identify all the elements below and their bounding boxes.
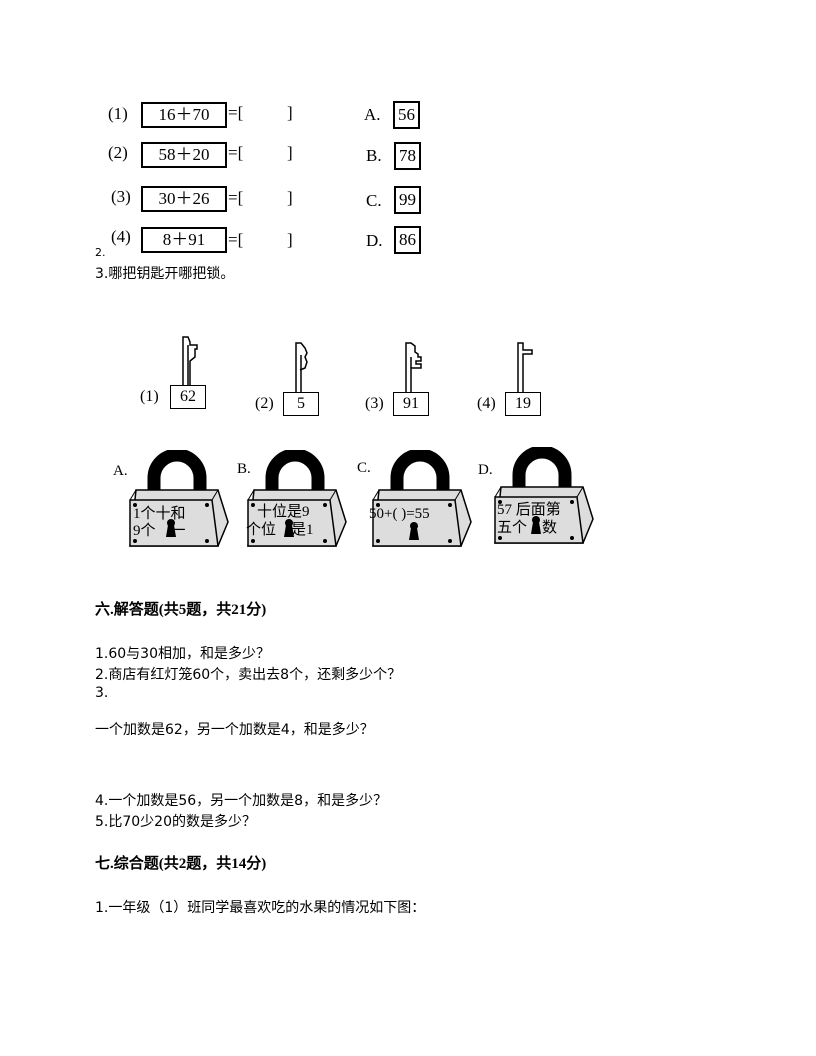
- lock-clue-line1: 十位是9: [257, 504, 310, 520]
- option-label: D.: [366, 231, 383, 250]
- question-5: 5.比70少20的数是多少？: [95, 814, 256, 830]
- lock-clue-line1: 57 后面第: [497, 502, 561, 518]
- answer-bracket-close: ]: [287, 188, 293, 207]
- lock-clue-line2: 9个 一: [133, 523, 186, 539]
- padlock-icon: [247, 450, 347, 547]
- keys-question-title: 3.哪把钥匙开哪把锁。: [95, 266, 235, 282]
- lock-label: D.: [478, 462, 493, 478]
- key-value-box: 5: [283, 392, 319, 416]
- option-label: B.: [366, 146, 382, 165]
- answer-bracket-close: ]: [287, 230, 293, 249]
- expression-box: 58＋20: [141, 142, 227, 168]
- key-icon: [295, 342, 308, 392]
- lock-clue-line2: 五个 数: [497, 520, 558, 536]
- padlock-icon: [129, 450, 229, 547]
- option-value-box: 99: [394, 186, 421, 214]
- expression-box: 30＋26: [141, 186, 227, 212]
- row-number: (3): [111, 187, 131, 206]
- key-value-box: 19: [505, 392, 541, 416]
- row-number: (1): [108, 104, 128, 123]
- key-number: (2): [255, 395, 274, 412]
- answer-bracket-open: =[: [228, 230, 244, 249]
- key-value-box: 62: [170, 385, 206, 409]
- section-6-title: 六.解答题(共5题，共21分): [95, 602, 267, 618]
- key-icon: [182, 336, 198, 386]
- question-4: 4.一个加数是56，另一个加数是8，和是多少？: [95, 793, 388, 809]
- option-label: A.: [364, 105, 381, 124]
- lock-label: A.: [113, 463, 128, 479]
- padlock-icon: [494, 447, 594, 544]
- answer-bracket-close: ]: [287, 143, 293, 162]
- section-7-question-1: 1.一年级（1）班同学最喜欢吃的水果的情况如下图：: [95, 900, 426, 916]
- answer-bracket-open: =[: [228, 103, 244, 122]
- key-number: (4): [477, 395, 496, 412]
- padlock-icon: [372, 450, 472, 547]
- lock-clue-line1: 1个十和: [133, 506, 186, 522]
- key-icon: [517, 342, 533, 392]
- question-3-number: 3.: [95, 685, 109, 701]
- row-number: (4): [111, 227, 131, 246]
- key-value-box: 91: [393, 392, 429, 416]
- key-number: (3): [365, 395, 384, 412]
- option-value-box: 78: [394, 142, 421, 170]
- question-2: 2.商店有红灯笼60个，卖出去8个，还剩多少个？: [95, 667, 402, 683]
- option-label: C.: [366, 191, 382, 210]
- answer-bracket-open: =[: [228, 143, 244, 162]
- expression-box: 16＋70: [141, 102, 227, 128]
- question-3: 一个加数是62，另一个加数是4，和是多少？: [95, 722, 374, 738]
- lock-label: B.: [237, 461, 251, 477]
- lock-label: C.: [357, 460, 371, 476]
- lock-clue-line2: 个位 是1: [246, 522, 314, 538]
- answer-bracket-open: =[: [228, 188, 244, 207]
- key-number: (1): [140, 388, 159, 405]
- key-icon: [405, 342, 422, 392]
- answer-bracket-close: ]: [287, 103, 293, 122]
- expression-box: 8＋91: [141, 227, 227, 253]
- item-number-2: 2.: [95, 246, 106, 259]
- lock-clue-line1: 50+( )=55: [369, 506, 430, 522]
- option-value-box: 86: [394, 226, 421, 254]
- section-7-title: 七.综合题(共2题，共14分): [95, 856, 267, 872]
- question-1: 1.60与30相加，和是多少？: [95, 646, 270, 662]
- option-value-box: 56: [393, 101, 420, 129]
- row-number: (2): [108, 143, 128, 162]
